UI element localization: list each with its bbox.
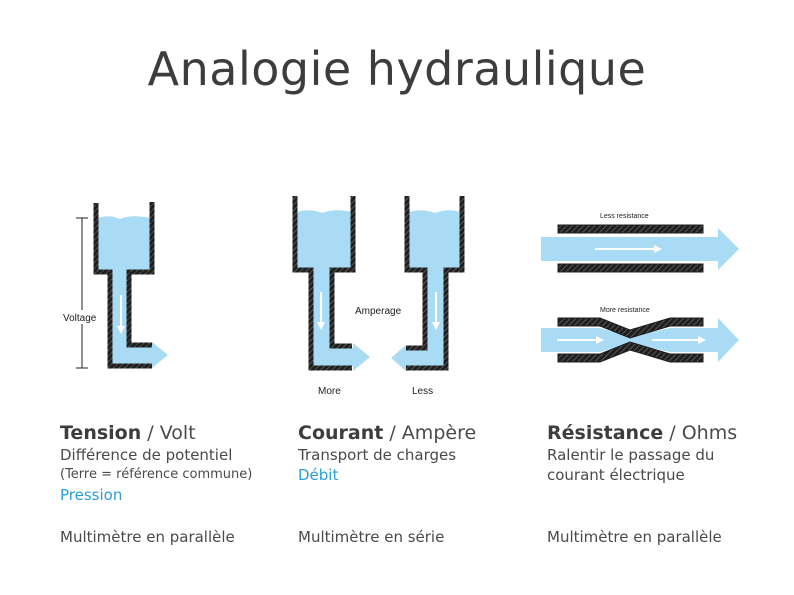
courant-tool: Multimètre en série (298, 528, 445, 546)
resistance-line2: courant électrique (547, 466, 685, 484)
more-label: More (318, 386, 341, 397)
tension-unit: / Volt (141, 422, 196, 444)
amperage-label: Amperage (355, 306, 402, 317)
courant-name: Courant (298, 422, 384, 444)
amperage-right-water (391, 210, 460, 371)
courant-line1: Transport de charges (298, 446, 457, 464)
column-courant: Courant / Ampère Transport de charges Dé… (298, 421, 476, 547)
less-label: Less (412, 386, 433, 397)
resistance-tool: Multimètre en parallèle (547, 528, 722, 546)
tension-line1: Différence de potentiel (60, 446, 233, 464)
tension-name: Tension (60, 422, 142, 444)
resistance-unit: / Ohms (663, 422, 738, 444)
amperage-diagram: Amperage More Less (292, 196, 465, 397)
tension-line2: (Terre = référence commune) (60, 467, 253, 482)
amperage-right-pipe (404, 196, 465, 371)
courant-accent: Débit (298, 466, 339, 484)
amperage-left-pipe (292, 196, 356, 371)
resistance-line1: Ralentir le passage du (547, 446, 715, 464)
tension-accent: Pression (60, 486, 123, 504)
courant-unit: / Ampère (383, 422, 477, 444)
less-resistance-label: Less resistance (600, 213, 649, 220)
tension-tool: Multimètre en parallèle (60, 528, 235, 546)
column-resistance: Résistance / Ohms Ralentir le passage du… (547, 421, 737, 547)
voltage-diagram: Voltage (60, 202, 168, 369)
more-resistance-flow (541, 318, 739, 362)
column-tension: Tension / Volt Différence de potentiel (… (60, 421, 252, 547)
voltage-water (98, 216, 168, 368)
resistance-diagram: Less resistance More resistance (541, 213, 739, 363)
voltage-label: Voltage (63, 313, 97, 324)
page-title: Analogie hydraulique (147, 42, 647, 96)
more-resistance-label: More resistance (600, 307, 650, 314)
resistance-name: Résistance (547, 422, 664, 444)
